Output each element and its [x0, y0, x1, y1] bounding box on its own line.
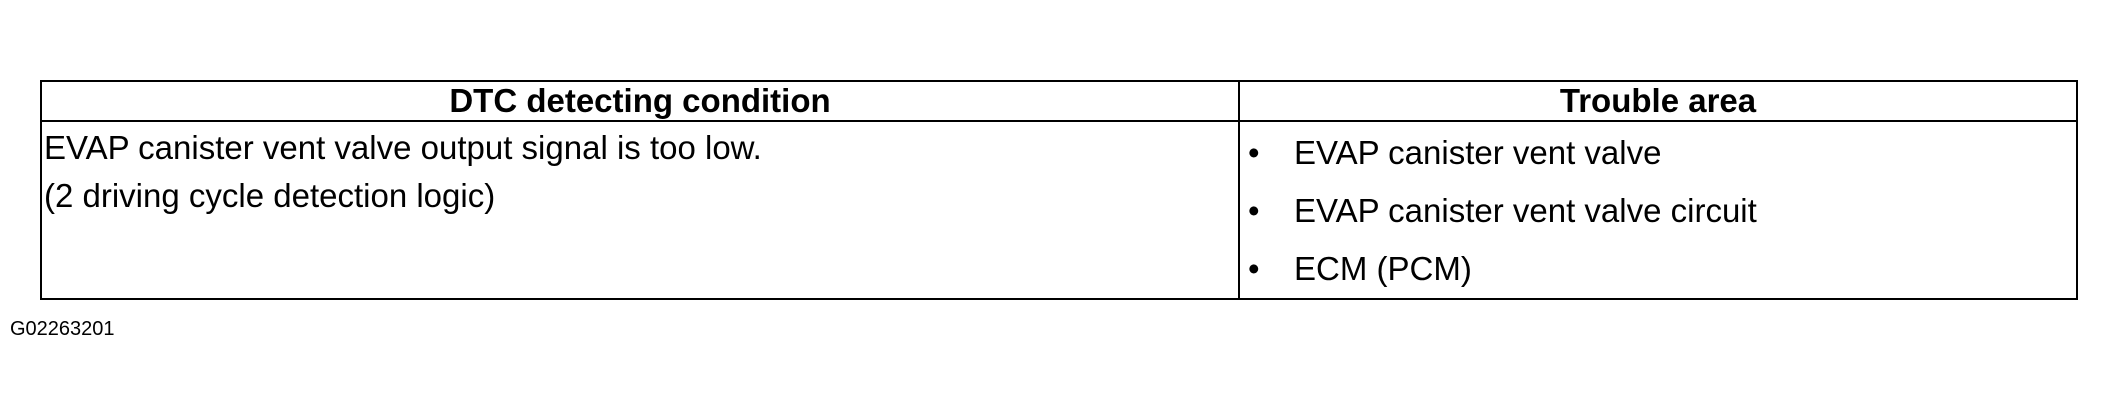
list-item: • EVAP canister vent valve circuit	[1240, 182, 2076, 240]
bullet-icon: •	[1248, 250, 1260, 287]
condition-line: (2 driving cycle detection logic)	[44, 177, 496, 214]
trouble-area-label: ECM (PCM)	[1294, 250, 1472, 287]
header-trouble-area: Trouble area	[1238, 80, 2078, 122]
trouble-area-cell: • EVAP canister vent valve • EVAP canist…	[1238, 120, 2078, 300]
bullet-icon: •	[1248, 134, 1260, 171]
header-dtc-detecting-condition: DTC detecting condition	[40, 80, 1240, 122]
condition-line: EVAP canister vent valve output signal i…	[44, 129, 762, 166]
table-row: EVAP canister vent valve output signal i…	[40, 120, 2078, 300]
dtc-table: DTC detecting condition Trouble area EVA…	[40, 80, 2078, 300]
trouble-area-list: • EVAP canister vent valve • EVAP canist…	[1240, 122, 2076, 298]
condition-cell: EVAP canister vent valve output signal i…	[40, 120, 1240, 300]
trouble-area-label: EVAP canister vent valve	[1294, 134, 1662, 171]
figure-id: G02263201	[10, 318, 115, 340]
bullet-icon: •	[1248, 192, 1260, 229]
table-header-row: DTC detecting condition Trouble area	[40, 80, 2078, 122]
trouble-area-label: EVAP canister vent valve circuit	[1294, 192, 1757, 229]
list-item: • ECM (PCM)	[1240, 240, 2076, 298]
list-item: • EVAP canister vent valve	[1240, 124, 2076, 182]
